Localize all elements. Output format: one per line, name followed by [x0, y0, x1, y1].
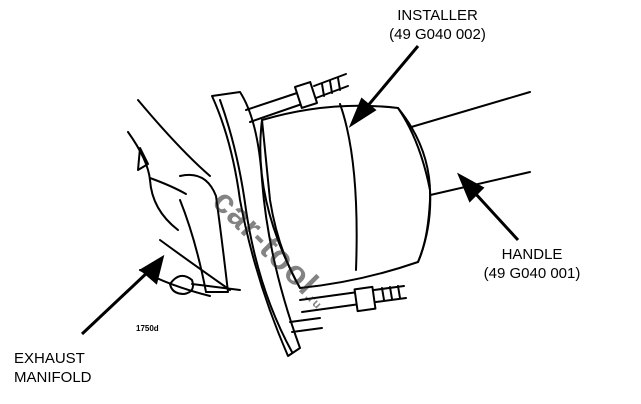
- installer-label: INSTALLER (49 G040 002): [360, 6, 515, 44]
- installer-step: [339, 103, 358, 271]
- installer-label-part: (49 G040 002): [389, 26, 486, 43]
- installer-arrowhead: [348, 97, 377, 128]
- stud-bottom-thread: [373, 285, 407, 303]
- sensor-loop: [169, 274, 241, 295]
- handle-leader: [472, 190, 520, 242]
- stud-top: [245, 91, 303, 123]
- exhaust-leader: [80, 268, 152, 336]
- exhaust-arrowhead: [139, 254, 165, 285]
- installer-inner-edge: [259, 119, 301, 289]
- manifold-flange: [179, 174, 229, 293]
- handle-label: HANDLE (49 G040 001): [457, 245, 607, 283]
- installer-label-name: INSTALLER: [397, 7, 478, 24]
- flange-plate: [211, 91, 301, 357]
- handle-label-name: HANDLE: [501, 246, 563, 263]
- stud-bottom-nut: [353, 285, 377, 313]
- handle-label-part: (49 G040 001): [483, 265, 581, 282]
- installer-rim: [397, 107, 432, 263]
- exhaust-label-line2: MANIFOLD: [14, 369, 92, 386]
- exhaust-manifold-label: EXHAUST MANIFOLD: [14, 349, 134, 387]
- handle-arrowhead: [456, 172, 485, 203]
- stud-top-nut: [293, 81, 319, 109]
- exhaust-label-line1: EXHAUST: [14, 350, 85, 367]
- handle-shaft-upper: [407, 91, 531, 129]
- installer-leader: [364, 45, 420, 109]
- manifold-outline-top: [137, 99, 211, 177]
- manifold-detail: [137, 147, 187, 195]
- stud-bottom: [299, 291, 361, 313]
- flange-edge: [219, 99, 293, 353]
- manifold-outline-left: [127, 131, 179, 231]
- handle-shaft-lower: [425, 171, 531, 197]
- stud-lower-left: [289, 317, 323, 333]
- figure-code: 1750d: [136, 324, 159, 333]
- stud-top-thread: [313, 73, 349, 99]
